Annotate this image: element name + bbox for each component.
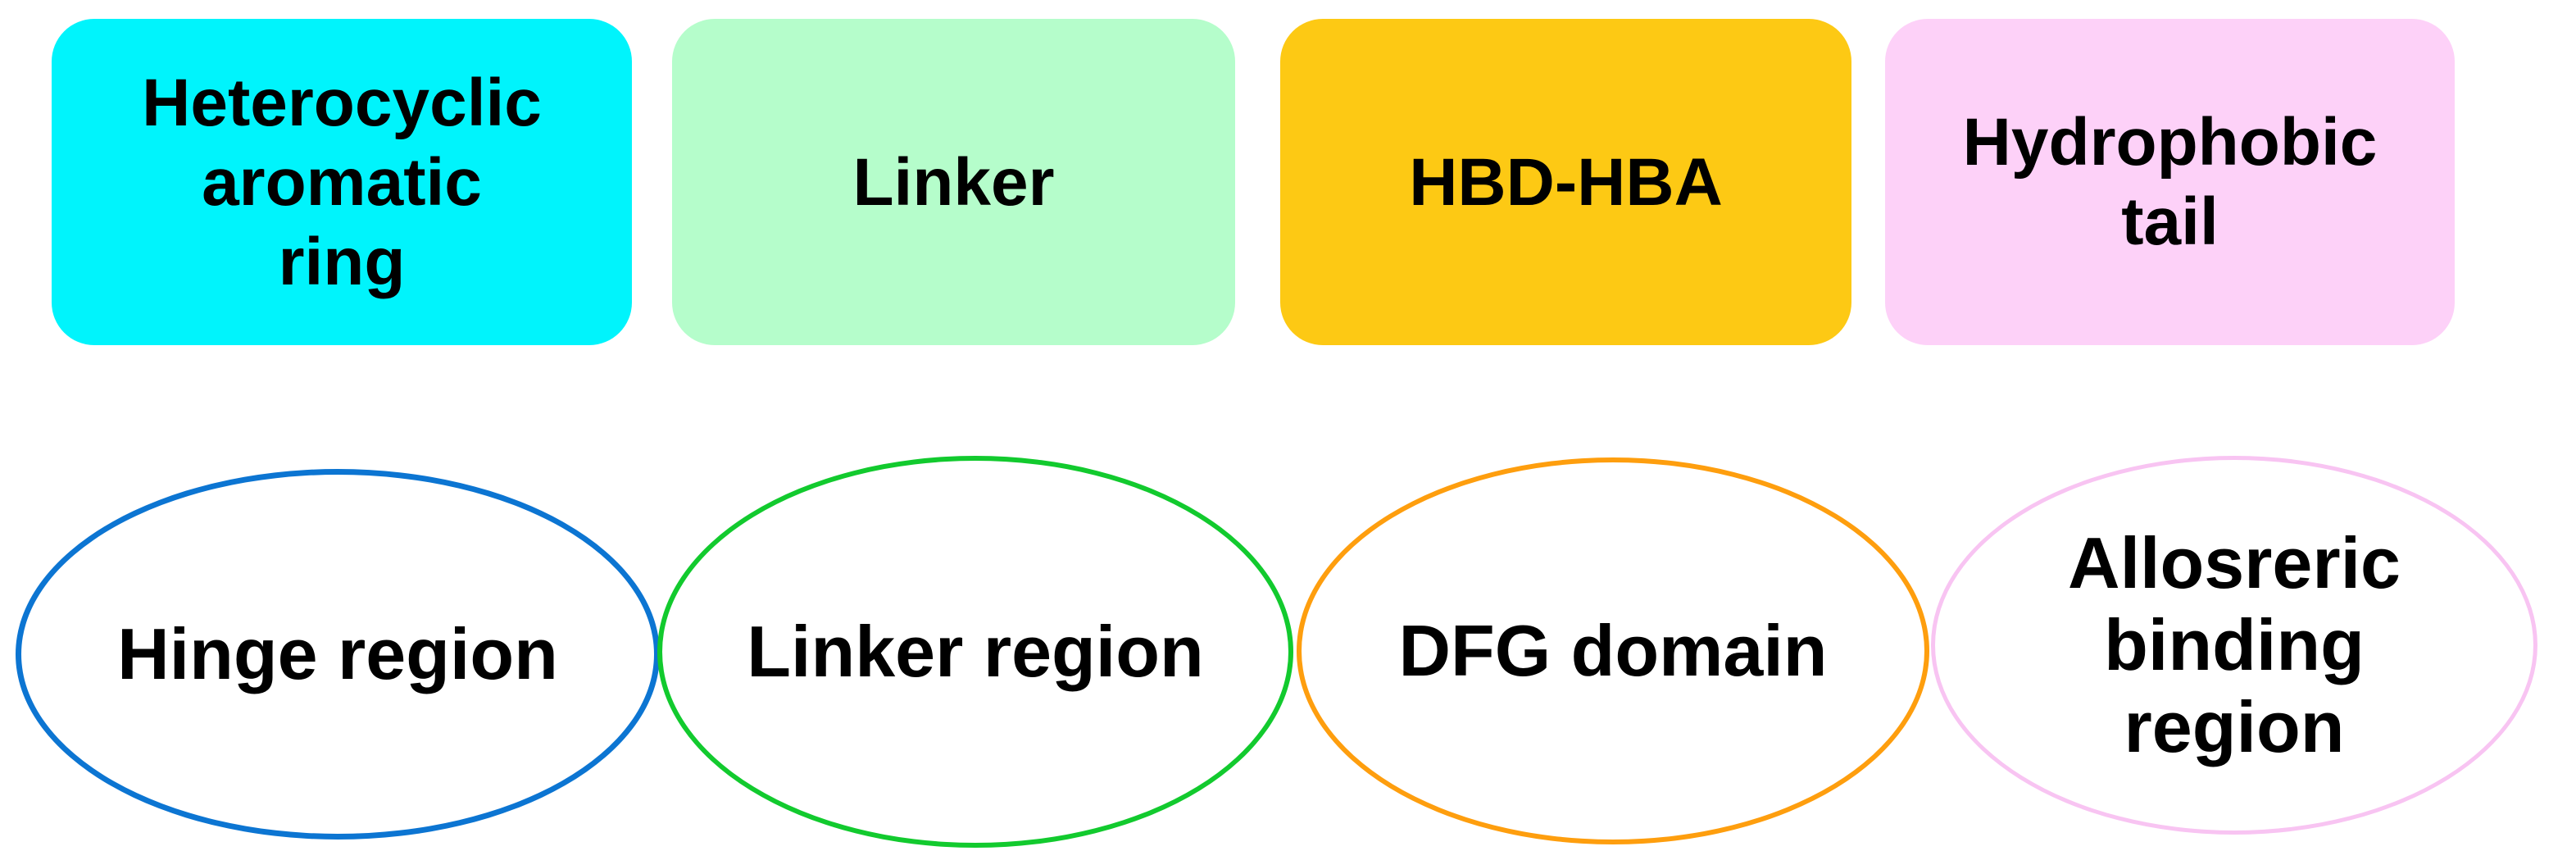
allosteric-binding-region-ellipse: Allosreric binding region — [1931, 456, 2537, 835]
hinge-region-ellipse: Hinge region — [16, 469, 660, 840]
linker-region-label: Linker region — [747, 611, 1204, 692]
hydrophobic-tail-box: Hydrophobic tail — [1885, 19, 2455, 345]
hbd-hba-box: HBD-HBA — [1280, 19, 1851, 345]
dfg-domain-ellipse: DFG domain — [1297, 457, 1929, 844]
hydrophobic-tail-label: Hydrophobic tail — [1962, 105, 2378, 259]
linker-box: Linker — [672, 19, 1235, 345]
linker-region-ellipse: Linker region — [657, 456, 1293, 848]
heterocyclic-aromatic-ring-label: Heterocyclic aromatic ring — [142, 65, 542, 299]
linker-label: Linker — [852, 144, 1055, 220]
dfg-domain-label: DFG domain — [1398, 610, 1828, 691]
heterocyclic-aromatic-ring-box: Heterocyclic aromatic ring — [52, 19, 632, 345]
allosteric-binding-region-label: Allosreric binding region — [2068, 522, 2401, 767]
hinge-region-label: Hinge region — [117, 613, 558, 694]
hbd-hba-label: HBD-HBA — [1409, 144, 1723, 220]
